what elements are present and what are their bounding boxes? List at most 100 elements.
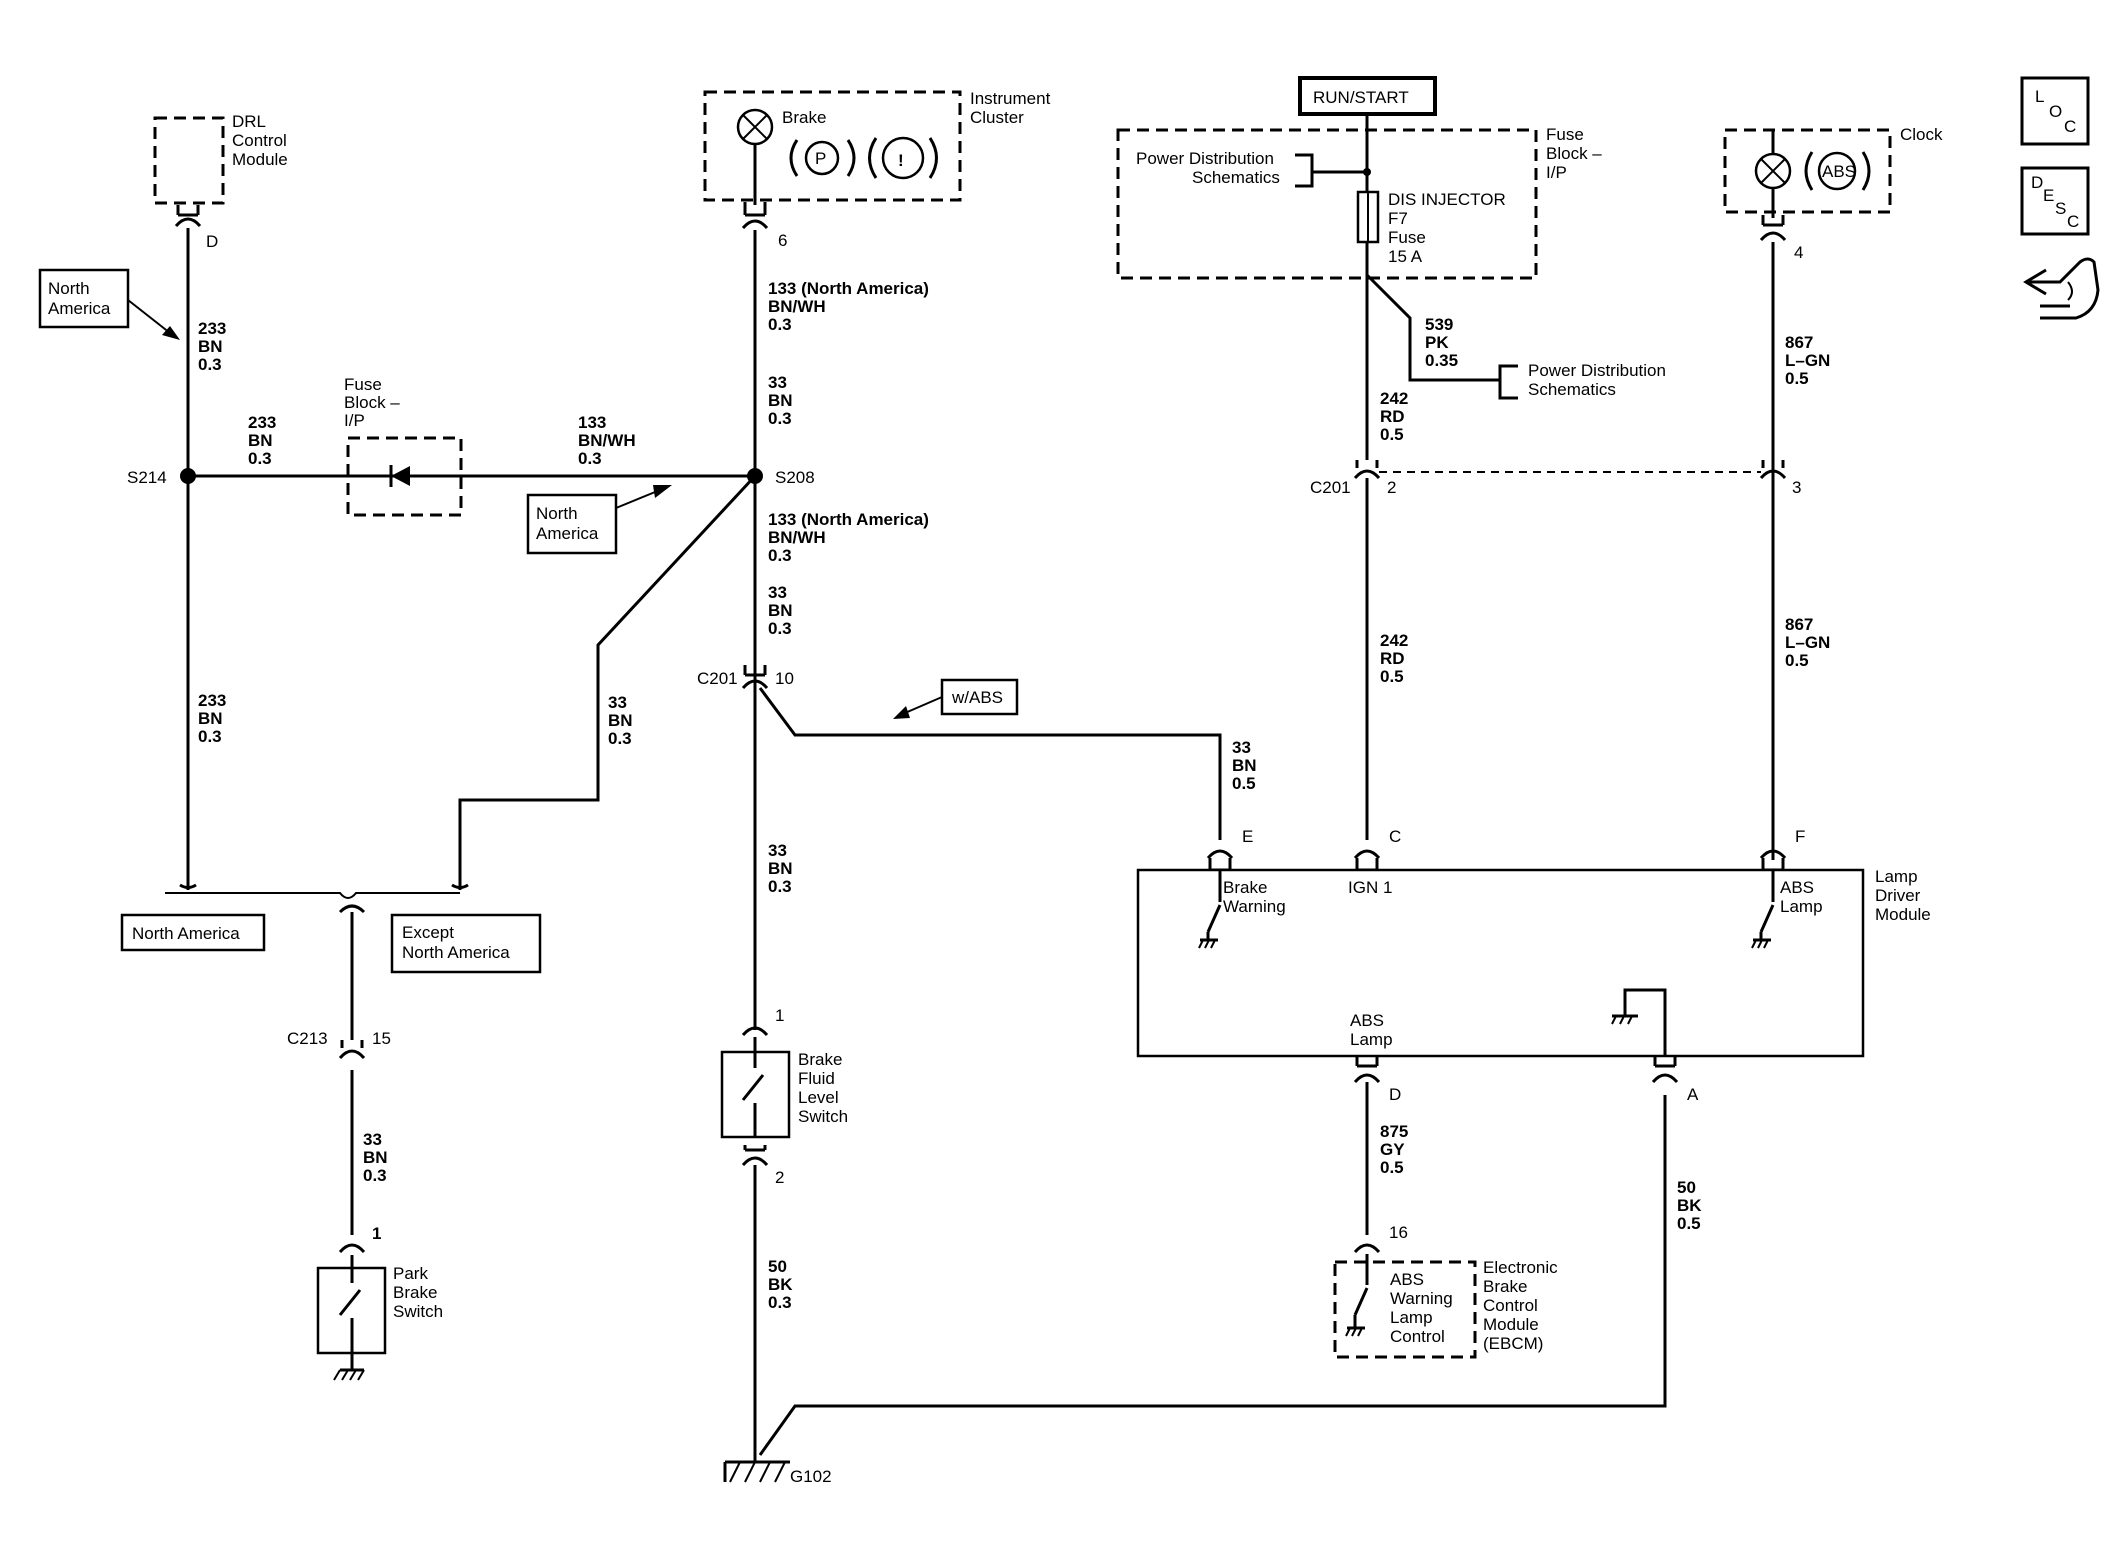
svg-text:Control: Control <box>1483 1296 1538 1315</box>
svg-text:33: 33 <box>768 583 787 602</box>
svg-text:0.3: 0.3 <box>768 1293 792 1312</box>
wire-label-50-right: 50 BK 0.5 <box>1677 1178 1702 1233</box>
svg-text:BN: BN <box>363 1148 388 1167</box>
svg-text:Brake: Brake <box>1483 1277 1527 1296</box>
svg-text:0.5: 0.5 <box>1380 425 1404 444</box>
wire-label-33-abs: 33 BN 0.5 <box>1232 738 1257 793</box>
wire-label-867-mid: 867 L–GN 0.5 <box>1785 615 1830 670</box>
svg-text:Driver: Driver <box>1875 886 1921 905</box>
svg-text:ABS: ABS <box>1390 1270 1424 1289</box>
fuse-label: DIS INJECTOR F7 Fuse 15 A <box>1388 190 1506 266</box>
svg-text:Module: Module <box>1875 905 1931 924</box>
wire-33-abs-branch <box>758 687 1222 840</box>
ebcm-connector-16: 16 <box>1353 1223 1408 1254</box>
svg-text:D: D <box>206 232 218 251</box>
svg-text:BN: BN <box>1232 756 1257 775</box>
wire-label-242-top: 242 RD 0.5 <box>1380 389 1408 444</box>
svg-text:539: 539 <box>1425 315 1453 334</box>
ldm-abs-lamp-output: ABS Lamp <box>1350 1011 1393 1049</box>
svg-text:C201: C201 <box>697 669 738 688</box>
svg-text:Fuse: Fuse <box>1388 228 1426 247</box>
svg-text:North America: North America <box>132 924 240 943</box>
svg-text:Lamp: Lamp <box>1875 867 1918 886</box>
drl-connector-d: D <box>174 205 218 251</box>
svg-text:Brake: Brake <box>393 1283 437 1302</box>
pds-right-reference: Power Distribution Schematics <box>1498 361 1666 400</box>
svg-text:Block –: Block – <box>1546 144 1602 163</box>
svg-text:BN: BN <box>248 431 273 450</box>
wire-label-233-horiz: 233 BN 0.3 <box>248 413 276 468</box>
svg-text:50: 50 <box>768 1257 787 1276</box>
clock-module: Clock <box>1723 125 1943 214</box>
svg-text:15 A: 15 A <box>1388 247 1423 266</box>
pointing-hand-icon[interactable] <box>2023 257 2100 320</box>
svg-text:America: America <box>48 299 111 318</box>
svg-text:0.3: 0.3 <box>768 877 792 896</box>
drl-label-2: Control <box>232 131 287 150</box>
svg-text:BN/WH: BN/WH <box>578 431 636 450</box>
svg-text:BN: BN <box>768 859 793 878</box>
svg-text:Warning: Warning <box>1223 897 1286 916</box>
option-except-north-america: Except North America <box>390 913 542 974</box>
connector-c201-pin-10: C201 10 <box>697 665 794 690</box>
svg-text:O: O <box>2049 102 2062 121</box>
svg-text:15: 15 <box>372 1029 391 1048</box>
svg-text:Level: Level <box>798 1088 839 1107</box>
svg-text:0.5: 0.5 <box>1677 1214 1701 1233</box>
svg-text:0.5: 0.5 <box>1232 774 1256 793</box>
svg-text:Module: Module <box>1483 1315 1539 1334</box>
ground-g102: G102 <box>723 1095 1667 1486</box>
svg-text:F: F <box>1795 827 1805 846</box>
svg-text:Lamp: Lamp <box>1390 1308 1433 1327</box>
svg-text:3: 3 <box>1792 478 1801 497</box>
svg-text:L–GN: L–GN <box>1785 351 1830 370</box>
svg-text:0.5: 0.5 <box>1380 667 1404 686</box>
ldm-brake-warning-switch: Brake Warning <box>1198 870 1286 949</box>
s208-label: S208 <box>775 468 815 487</box>
svg-text:Switch: Switch <box>393 1302 443 1321</box>
svg-text:233: 233 <box>198 691 226 710</box>
ldm-input-connectors: E C F <box>1206 827 1805 872</box>
svg-text:Brake: Brake <box>1223 878 1267 897</box>
wire-label-133-mid: 133 (North America) BN/WH 0.3 <box>768 510 929 565</box>
loc-button[interactable]: L O C <box>2020 76 2090 146</box>
desc-button[interactable]: D E S C <box>2020 166 2090 236</box>
bfs-connector-2: 2 <box>741 1145 784 1187</box>
cluster-connector-6: 6 <box>741 202 787 250</box>
svg-text:I/P: I/P <box>1546 163 1567 182</box>
svg-text:Park: Park <box>393 1264 428 1283</box>
ldm-output-connectors: D A <box>1353 1056 1699 1104</box>
svg-text:10: 10 <box>775 669 794 688</box>
svg-text:Lamp: Lamp <box>1780 897 1823 916</box>
svg-text:BN/WH: BN/WH <box>768 297 826 316</box>
wire-label-33-park: 33 BN 0.3 <box>363 1130 388 1185</box>
svg-text:Lamp: Lamp <box>1350 1030 1393 1049</box>
drl-label-1: DRL <box>232 112 266 131</box>
svg-text:North: North <box>48 279 90 298</box>
svg-text:RD: RD <box>1380 407 1405 426</box>
svg-text:North: North <box>536 504 578 523</box>
svg-text:0.3: 0.3 <box>198 727 222 746</box>
connector-c201-pins-2-3: C201 2 3 <box>1310 460 1801 497</box>
svg-text:BK: BK <box>1677 1196 1702 1215</box>
connector-c213: C213 15 <box>287 1029 391 1060</box>
wire-label-539: 539 PK 0.35 <box>1425 315 1458 370</box>
s214-label: S214 <box>127 468 167 487</box>
svg-text:BN: BN <box>768 601 793 620</box>
svg-text:0.3: 0.3 <box>198 355 222 374</box>
svg-text:DIS INJECTOR: DIS INJECTOR <box>1388 190 1506 209</box>
svg-text:6: 6 <box>778 231 787 250</box>
wire-label-875: 875 GY 0.5 <box>1380 1122 1408 1177</box>
diode-icon <box>389 465 410 487</box>
wire-label-233-bottom: 233 BN 0.3 <box>198 691 226 746</box>
drl-label-3: Module <box>232 150 288 169</box>
wire-label-233-top: 233 BN 0.3 <box>198 319 226 374</box>
svg-text:33: 33 <box>768 373 787 392</box>
svg-text:!: ! <box>898 151 904 170</box>
callout-w-abs: w/ABS <box>893 678 1019 719</box>
svg-text:0.3: 0.3 <box>608 729 632 748</box>
svg-text:F7: F7 <box>1388 209 1408 228</box>
lamp-driver-module: Lamp Driver Module <box>1136 867 1931 1058</box>
svg-text:33: 33 <box>768 841 787 860</box>
